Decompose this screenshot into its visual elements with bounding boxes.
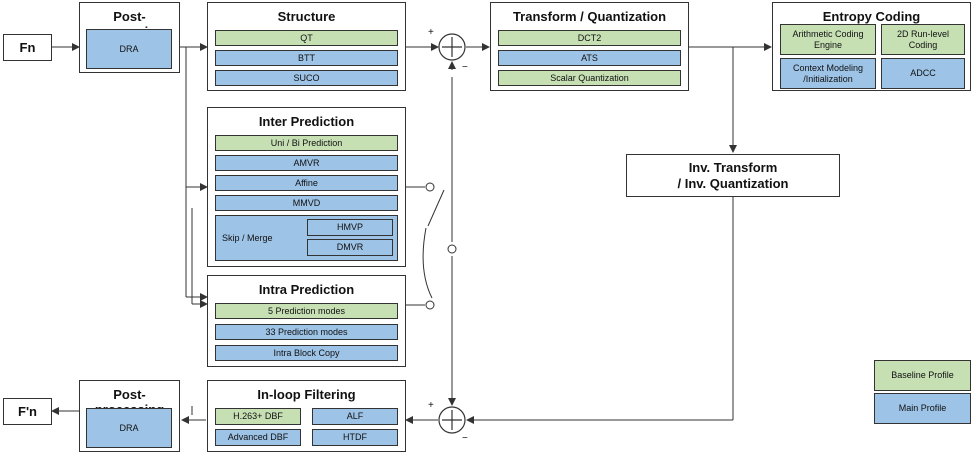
legend-main-profile: Main Profile bbox=[874, 393, 971, 424]
structure-title: Structure bbox=[277, 9, 336, 24]
transform-quantization-block: Transform / Quantization DCT2 ATS Scalar… bbox=[490, 2, 689, 91]
btt-cell: BTT bbox=[215, 50, 398, 66]
htdf-cell: HTDF bbox=[312, 429, 398, 446]
top-minus-sign: − bbox=[462, 62, 468, 73]
uni-bi-prediction-cell: Uni / Bi Prediction bbox=[215, 135, 398, 151]
dct2-cell: DCT2 bbox=[498, 30, 681, 46]
inv-transform-line1: Inv. Transform bbox=[688, 160, 778, 175]
structure-block: Structure QT BTT SUCO bbox=[207, 2, 406, 91]
in-loop-filtering-title: In-loop Filtering bbox=[257, 387, 356, 402]
h263-dbf-cell: H.263+ DBF bbox=[215, 408, 301, 425]
inter-prediction-title: Inter Prediction bbox=[258, 114, 355, 129]
output-frame-label: F'n bbox=[3, 398, 52, 425]
intra-prediction-block: Intra Prediction 5 Prediction modes 33 P… bbox=[207, 275, 406, 367]
skip-merge-label: Skip / Merge bbox=[222, 232, 273, 243]
top-plus-sign: + bbox=[428, 27, 434, 38]
legend-baseline-profile: Baseline Profile bbox=[874, 360, 971, 391]
run-level-coding-cell: 2D Run-level Coding bbox=[881, 24, 965, 55]
adcc-cell: ADCC bbox=[881, 58, 965, 89]
dra-top-cell: DRA bbox=[86, 29, 172, 69]
ats-cell: ATS bbox=[498, 50, 681, 66]
affine-cell: Affine bbox=[215, 175, 398, 191]
alf-cell: ALF bbox=[312, 408, 398, 425]
entropy-coding-block: Entropy Coding Arithmetic Coding Engine … bbox=[772, 2, 971, 91]
input-frame-label: Fn bbox=[3, 34, 52, 61]
hmvp-cell: HMVP bbox=[307, 219, 393, 236]
post-processing-top-block: Post-processing DRA bbox=[79, 2, 180, 73]
dra-bottom-cell: DRA bbox=[86, 408, 172, 448]
advanced-dbf-cell: Advanced DBF bbox=[215, 429, 301, 446]
inv-transform-line2: / Inv. Quantization bbox=[677, 176, 789, 191]
arithmetic-coding-engine-cell: Arithmetic Coding Engine bbox=[780, 24, 876, 55]
inv-transform-block: Inv. Transform / Inv. Quantization bbox=[626, 154, 840, 197]
entropy-coding-title: Entropy Coding bbox=[822, 9, 921, 24]
intra-block-copy-cell: Intra Block Copy bbox=[215, 345, 398, 361]
transform-quantization-title: Transform / Quantization bbox=[512, 9, 667, 24]
bottom-minus-sign: − bbox=[462, 433, 468, 444]
amvr-cell: AMVR bbox=[215, 155, 398, 171]
in-loop-filtering-block: In-loop Filtering H.263+ DBF ALF Advance… bbox=[207, 380, 406, 452]
mmvd-cell: MMVD bbox=[215, 195, 398, 211]
five-prediction-modes-cell: 5 Prediction modes bbox=[215, 303, 398, 319]
scalar-quantization-cell: Scalar Quantization bbox=[498, 70, 681, 86]
thirty-three-prediction-modes-cell: 33 Prediction modes bbox=[215, 324, 398, 340]
suco-cell: SUCO bbox=[215, 70, 398, 86]
qt-cell: QT bbox=[215, 30, 398, 46]
inter-prediction-block: Inter Prediction Uni / Bi Prediction AMV… bbox=[207, 107, 406, 267]
intra-prediction-title: Intra Prediction bbox=[258, 282, 355, 297]
dmvr-cell: DMVR bbox=[307, 239, 393, 256]
post-processing-bottom-block: Post-processing DRA bbox=[79, 380, 180, 452]
bottom-plus-sign: + bbox=[428, 400, 434, 411]
context-modeling-cell: Context Modeling /Initialization bbox=[780, 58, 876, 89]
